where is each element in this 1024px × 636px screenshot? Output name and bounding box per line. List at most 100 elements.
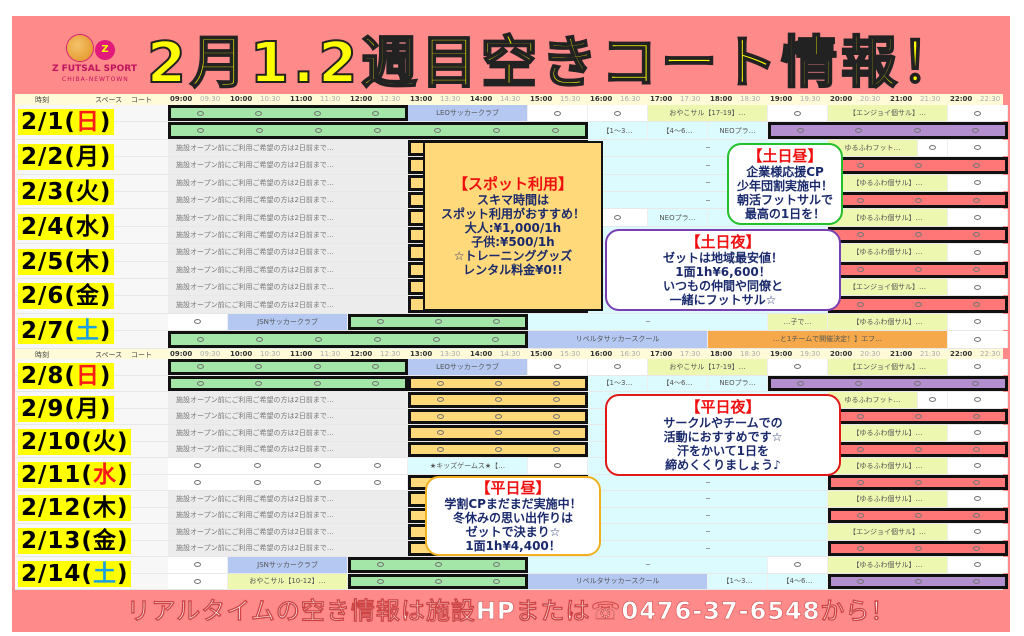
slot-booked[interactable] [588, 540, 828, 556]
slot-available[interactable] [168, 359, 408, 375]
slot-available[interactable] [948, 313, 1008, 331]
slot-booked[interactable]: 【ゆるふわ個サル】… [828, 458, 948, 474]
slot-booked[interactable]: ゆるふわフット… [828, 392, 918, 408]
slot-booked[interactable]: JSNサッカークラブ [228, 557, 348, 573]
slot-available[interactable] [828, 261, 1008, 278]
slot-available[interactable] [828, 540, 1008, 556]
slot-booked[interactable]: 施設オープン前にご利用ご希望の方は2日前まで… [168, 408, 408, 424]
slot-available[interactable] [948, 425, 1008, 441]
slot-booked[interactable]: 【1～3… [708, 573, 768, 589]
slot-available[interactable] [948, 491, 1008, 507]
slot-available[interactable] [828, 474, 1008, 490]
slot-available[interactable] [948, 458, 1008, 474]
slot-available[interactable] [948, 524, 1008, 540]
slot-booked[interactable]: 施設オープン前にご利用ご希望の方は2日前まで… [168, 296, 408, 313]
slot-available[interactable] [948, 392, 1008, 408]
slot-available[interactable] [828, 296, 1008, 313]
slot-available[interactable] [408, 441, 588, 457]
slot-booked[interactable]: 施設オープン前にご利用ご希望の方は2日前まで… [168, 491, 408, 507]
slot-booked[interactable]: 【1～3… [588, 122, 648, 139]
slot-booked[interactable]: 施設オープン前にご利用ご希望の方は2日前まで… [168, 441, 408, 457]
slot-available[interactable] [948, 174, 1008, 191]
slot-available[interactable] [348, 557, 528, 573]
slot-booked[interactable]: 施設オープン前にご利用ご希望の方は2日前まで… [168, 226, 408, 244]
slot-available[interactable] [828, 192, 1008, 209]
slot-available[interactable] [168, 331, 528, 348]
slot-booked[interactable]: 【エンジョイ個サル】… [828, 524, 948, 540]
slot-available[interactable] [588, 359, 648, 375]
slot-available[interactable] [168, 122, 588, 139]
slot-available[interactable] [408, 408, 588, 424]
slot-booked[interactable]: LEOサッカークラブ [408, 359, 528, 375]
slot-available[interactable] [828, 157, 1008, 174]
slot-available[interactable] [918, 139, 948, 157]
slot-available[interactable] [828, 408, 1008, 424]
slot-booked[interactable]: おやこサル【17-19】… [648, 105, 768, 122]
slot-available[interactable] [168, 557, 228, 573]
slot-booked[interactable]: 【ゆるふわ個サル】… [828, 491, 948, 507]
slot-booked[interactable]: 【エンジョイ個サル】… [828, 105, 948, 122]
slot-available[interactable] [768, 557, 828, 573]
slot-available[interactable] [948, 279, 1008, 296]
slot-booked[interactable]: 施設オープン前にご利用ご希望の方は2日前まで… [168, 524, 408, 540]
slot-available[interactable] [348, 573, 528, 589]
slot-booked[interactable]: 【4～6… [648, 375, 708, 391]
slot-booked[interactable]: 【エンジョイ個サル】… [828, 359, 948, 375]
slot-available[interactable] [168, 474, 408, 490]
slot-available[interactable] [168, 573, 228, 589]
slot-available[interactable] [948, 359, 1008, 375]
slot-booked[interactable]: 施設オープン前にご利用ご希望の方は2日前まで… [168, 507, 408, 523]
slot-booked[interactable]: 施設オープン前にご利用ご希望の方は2日前まで… [168, 174, 408, 191]
slot-booked[interactable]: NEOプラ… [648, 209, 708, 226]
slot-booked[interactable] [588, 507, 828, 523]
slot-booked[interactable]: 施設オープン前にご利用ご希望の方は2日前まで… [168, 139, 408, 157]
slot-available[interactable] [348, 313, 528, 331]
slot-booked[interactable] [588, 491, 828, 507]
slot-booked[interactable]: …子で… [768, 313, 828, 331]
slot-booked[interactable]: おやこサル【17-19】… [648, 359, 768, 375]
slot-booked[interactable]: 施設オープン前にご利用ご希望の方は2日前まで… [168, 540, 408, 556]
slot-booked[interactable] [528, 557, 768, 573]
slot-available[interactable] [918, 392, 948, 408]
slot-available[interactable] [528, 458, 588, 474]
slot-available[interactable] [528, 105, 588, 122]
slot-booked[interactable]: 施設オープン前にご利用ご希望の方は2日前まで… [168, 279, 408, 296]
slot-booked[interactable] [588, 474, 828, 490]
slot-available[interactable] [768, 375, 1008, 391]
slot-booked[interactable]: 【ゆるふわ個サル】… [828, 313, 948, 331]
slot-booked[interactable]: 【1～3… [588, 375, 648, 391]
slot-booked[interactable]: 【4～6… [768, 573, 828, 589]
slot-booked[interactable]: LEOサッカークラブ [408, 105, 528, 122]
slot-available[interactable] [408, 375, 588, 391]
slot-booked[interactable]: 【ゆるふわ個サル】… [828, 209, 948, 226]
slot-booked[interactable]: NEOプラ… [708, 375, 768, 391]
slot-booked[interactable]: 【エンジョイ個サル】… [828, 279, 948, 296]
slot-available[interactable] [408, 392, 588, 408]
slot-booked[interactable]: 施設オープン前にご利用ご希望の方は2日前まで… [168, 425, 408, 441]
slot-available[interactable] [948, 244, 1008, 261]
slot-available[interactable] [588, 209, 648, 226]
slot-booked[interactable]: 【4～6… [648, 122, 708, 139]
slot-booked[interactable]: 施設オープン前にご利用ご希望の方は2日前まで… [168, 192, 408, 209]
slot-available[interactable] [168, 313, 228, 331]
slot-booked[interactable]: 施設オープン前にご利用ご希望の方は2日前まで… [168, 157, 408, 174]
slot-booked[interactable]: ゆるふわフット… [828, 139, 918, 157]
slot-available[interactable] [168, 375, 408, 391]
slot-available[interactable] [768, 105, 828, 122]
slot-booked[interactable]: 施設オープン前にご利用ご希望の方は2日前まで… [168, 244, 408, 261]
slot-available[interactable] [948, 209, 1008, 226]
slot-available[interactable] [828, 507, 1008, 523]
slot-available[interactable] [768, 359, 828, 375]
slot-available[interactable] [588, 105, 648, 122]
slot-booked[interactable]: 【ゆるふわ個サル】… [828, 557, 948, 573]
slot-available[interactable] [168, 458, 408, 474]
slot-available[interactable] [408, 425, 588, 441]
slot-booked[interactable]: JSNサッカークラブ [228, 313, 348, 331]
slot-booked[interactable]: 【ゆるふわ個サル】… [828, 425, 948, 441]
slot-booked[interactable]: NEOプラ… [708, 122, 768, 139]
slot-booked[interactable]: ★キッズゲームス★【… [408, 458, 528, 474]
slot-available[interactable] [168, 105, 408, 122]
slot-available[interactable] [948, 139, 1008, 157]
slot-available[interactable] [948, 557, 1008, 573]
slot-booked[interactable]: 施設オープン前にご利用ご希望の方は2日前まで… [168, 392, 408, 408]
